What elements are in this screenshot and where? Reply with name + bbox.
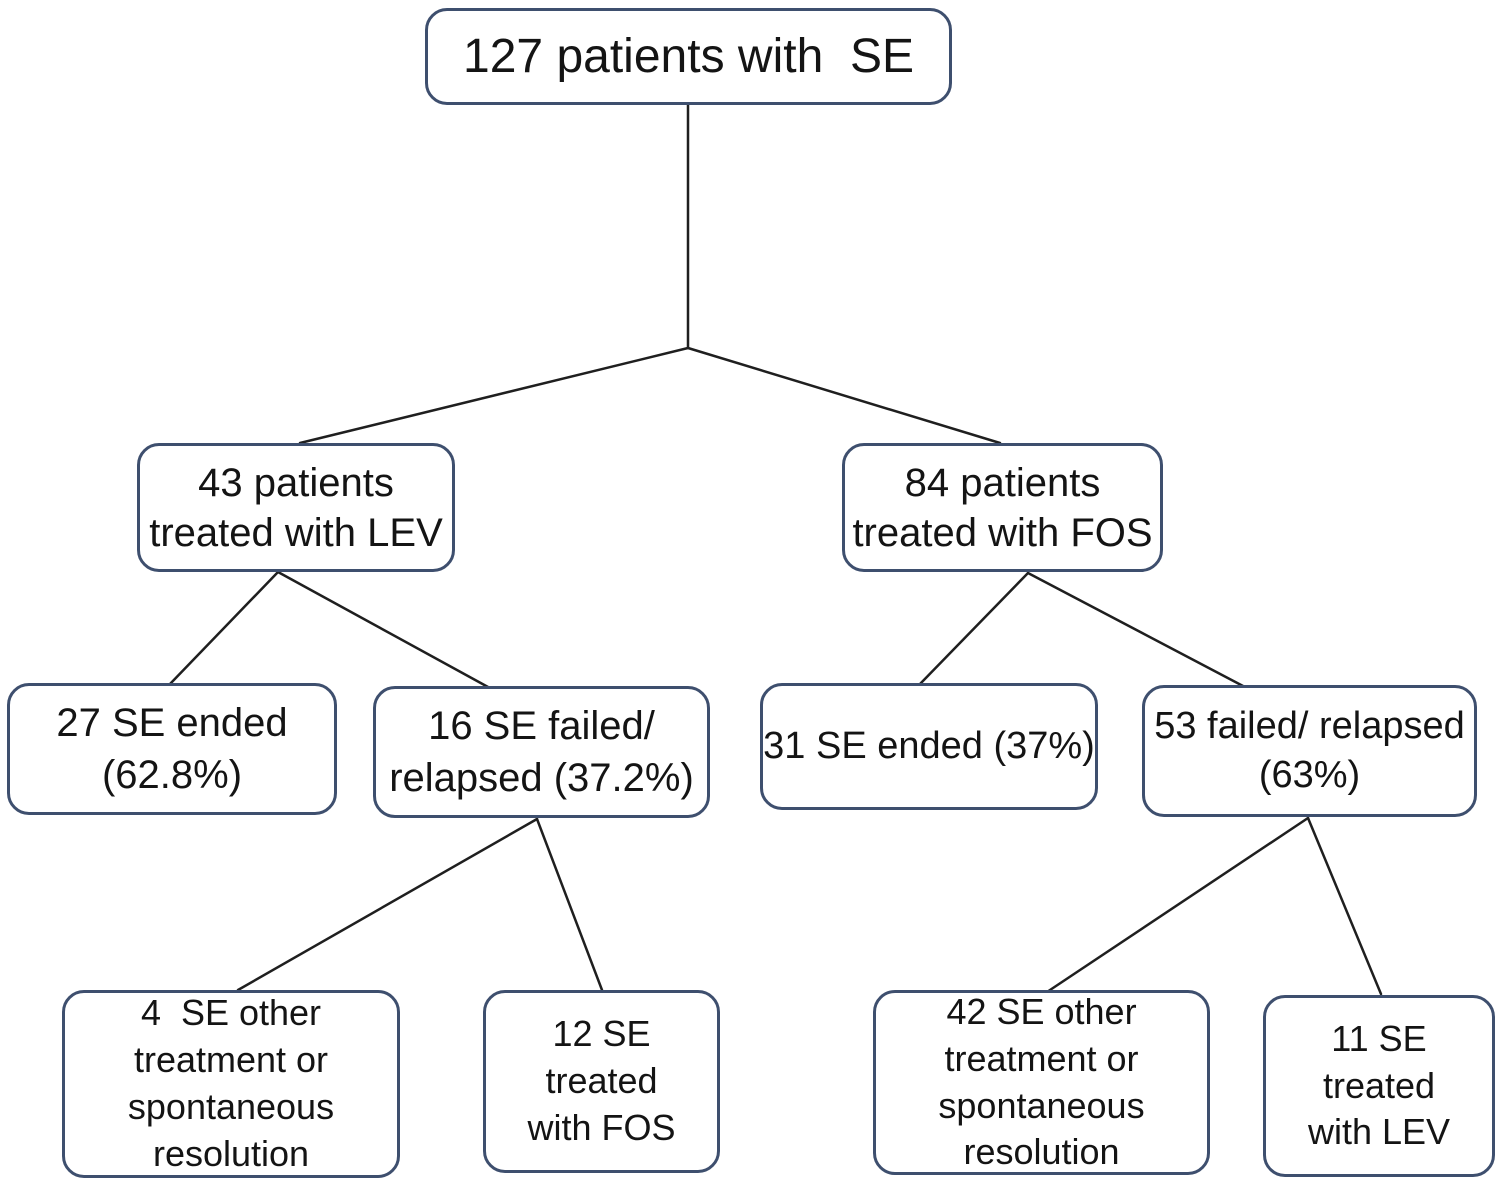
edge-fosfailed-to-other [1045,816,1310,994]
edge-lev-to-failed [276,570,490,689]
edge-root-to-fos [686,346,1002,445]
edge-fos-to-ended [918,571,1030,686]
edge-levfailed-to-fos [535,817,604,992]
edge-fosfailed-to-lev [1306,816,1383,996]
node-fos-se-failed-relapsed: 53 failed/ relapsed (63%) [1142,685,1477,817]
node-lev-se-failed-relapsed: 16 SE failed/ relapsed (37.2%) [373,686,710,818]
node-total-patients: 127 patients with SE [425,8,952,105]
node-fos-se-ended: 31 SE ended (37%) [760,683,1098,810]
node-se-treated-with-lev: 11 SE treated with LEV [1263,995,1495,1177]
edge-lev-to-ended [168,570,280,686]
node-fos-other-treatment: 42 SE other treatment or spontaneous res… [873,990,1210,1175]
node-fos-treated: 84 patients treated with FOS [842,443,1163,572]
edge-fos-to-failed [1026,571,1245,688]
node-lev-treated: 43 patients treated with LEV [137,443,455,572]
node-lev-se-ended: 27 SE ended (62.8%) [7,683,337,815]
edge-levfailed-to-other [236,817,539,992]
edge-root-to-lev [298,346,690,445]
node-se-treated-with-fos: 12 SE treated with FOS [483,990,720,1173]
node-lev-other-treatment: 4 SE other treatment or spontaneous reso… [62,990,400,1178]
